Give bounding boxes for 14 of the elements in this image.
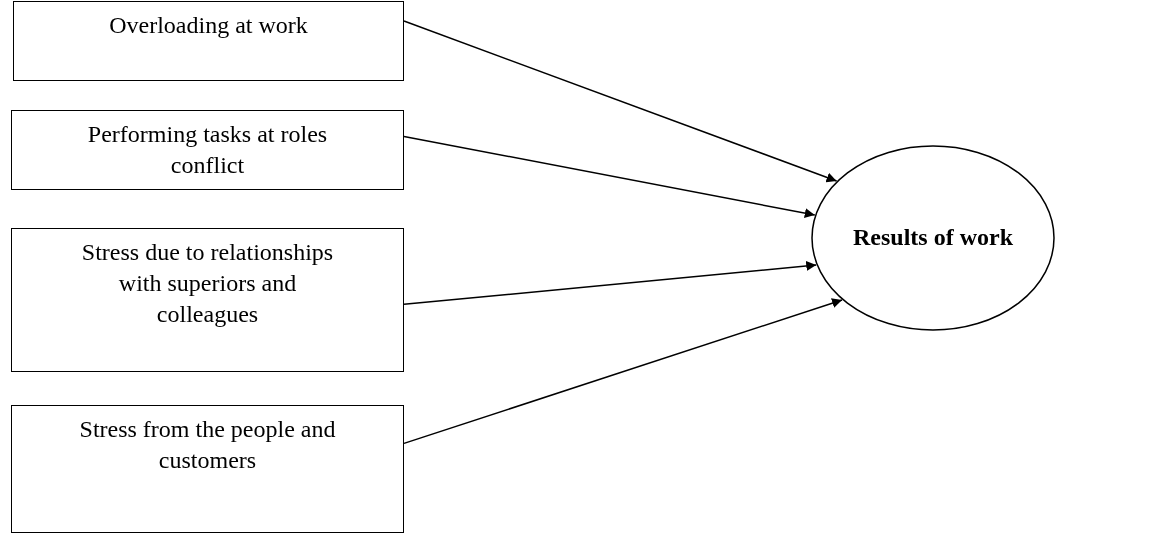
result-label: Results of work [853,223,1013,253]
arrow [403,20,838,183]
factor-box [11,228,404,372]
arrow [403,135,816,219]
factor-box [13,1,404,81]
arrow [403,298,843,445]
factor-box [11,405,404,533]
factor-label: Stress from the people and customers [78,415,337,476]
result-ellipse [811,145,1055,331]
factor-label: Overloading at work [109,11,308,40]
factor-label: Stress due to relationships with superiors and colleagues [80,238,335,330]
factor-box [11,110,404,190]
factor-label: Performing tasks at roles conflict [86,120,329,181]
arrow [403,260,817,306]
